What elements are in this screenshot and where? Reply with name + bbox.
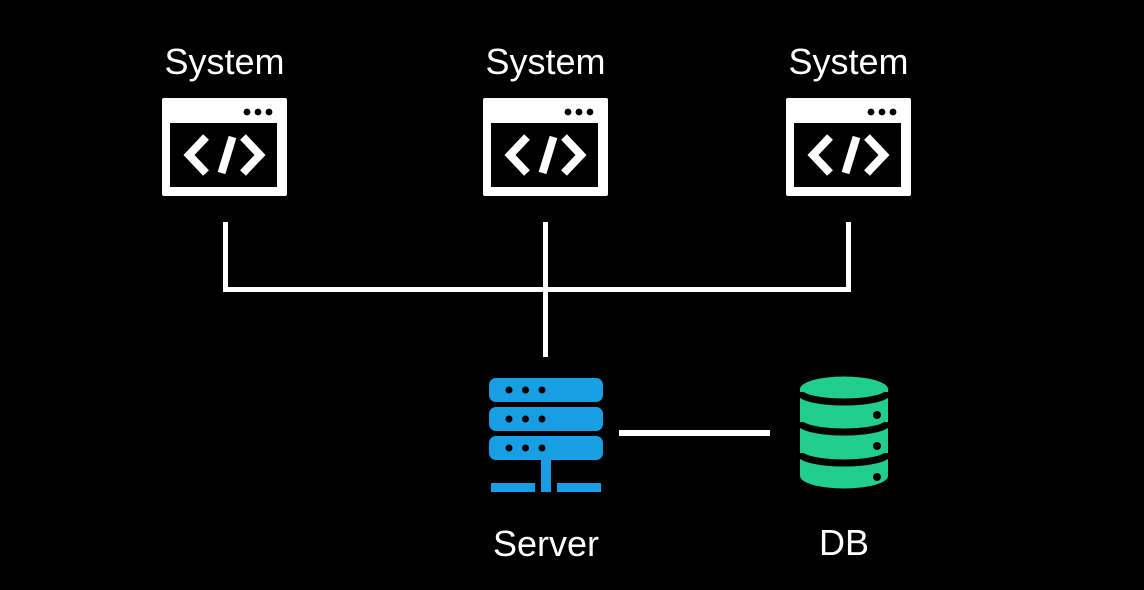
system-2-label: System (485, 41, 606, 82)
db-node: DB (798, 375, 890, 565)
system-node-1: System (162, 40, 287, 196)
connector-system3-down (846, 222, 851, 292)
database-cylinder-icon (798, 376, 890, 489)
connector-system1-down (223, 222, 228, 292)
connector-bus-horizontal (223, 287, 851, 292)
system-3-label: System (788, 41, 909, 82)
connector-server-to-db (619, 430, 770, 436)
code-window-icon (483, 98, 608, 196)
server-node: Server (489, 378, 603, 566)
system-node-3: System (786, 40, 911, 196)
db-label: DB (818, 522, 869, 563)
system-1-label: System (164, 41, 285, 82)
code-window-icon (162, 98, 287, 196)
server-label: Server (492, 523, 600, 564)
server-rack-icon (489, 378, 603, 492)
system-node-2: System (483, 40, 608, 196)
code-window-icon (786, 98, 911, 196)
